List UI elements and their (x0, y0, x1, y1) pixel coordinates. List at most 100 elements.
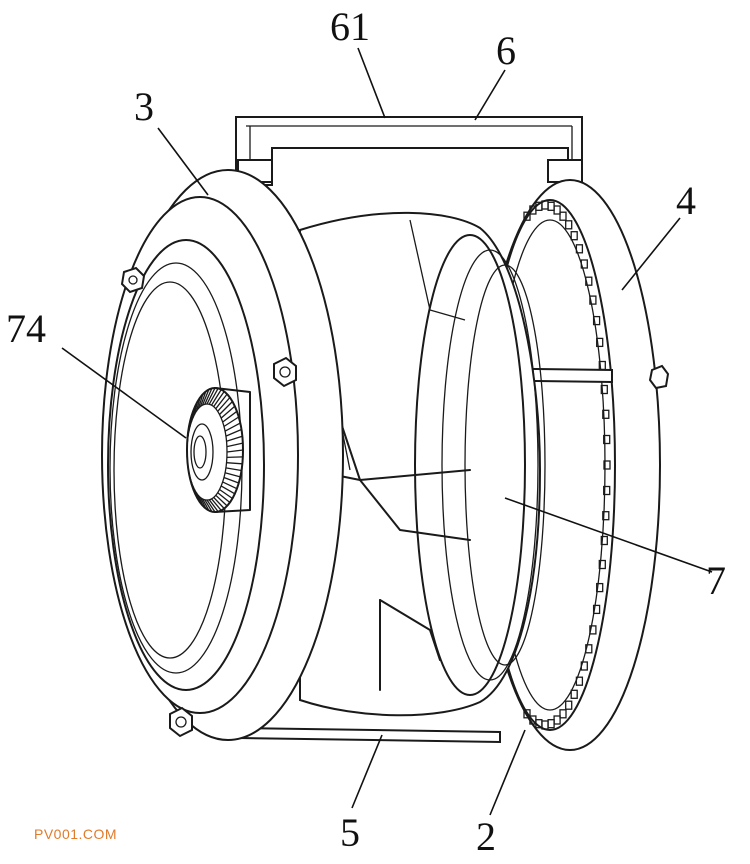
bolt-lower-left (169, 706, 193, 738)
hub-tooth (226, 456, 243, 459)
bolt-right (648, 364, 670, 390)
hub-tooth (215, 494, 228, 507)
hub-tooth (213, 496, 225, 509)
hub-tooth (190, 481, 194, 489)
gear-tooth (523, 211, 531, 221)
hub-tooth (188, 423, 191, 432)
leader-74 (61, 347, 187, 439)
gear-tooth (570, 689, 578, 699)
hub-tooth (208, 388, 219, 405)
hub-gear (186, 387, 251, 513)
gear-tooth (580, 661, 588, 671)
hub-tooth (225, 428, 242, 437)
gear-tooth (523, 709, 531, 719)
hub-teeth (186, 387, 244, 513)
hub-tooth (211, 498, 222, 511)
gear-tooth (529, 715, 537, 725)
hub-tooth (204, 388, 213, 405)
top-bracket (235, 116, 583, 186)
gear-tooth (592, 604, 601, 615)
leader-2 (489, 729, 526, 816)
gear-tooth (589, 295, 597, 305)
gear-tooth (589, 625, 597, 635)
gear-tooth (598, 559, 606, 570)
hub-tooth (210, 389, 222, 406)
gear-tooth (585, 276, 593, 286)
hub-tooth (195, 397, 201, 412)
hub-tooth (226, 442, 243, 448)
hub-tooth (206, 387, 216, 405)
hub-tooth (189, 477, 192, 484)
hub-tooth (226, 449, 244, 453)
gear-tooth (585, 644, 593, 654)
hub-tooth (213, 391, 225, 408)
reference-numerals: 61 6 3 4 74 7 5 2 (6, 4, 726, 859)
hub-tooth (192, 406, 196, 419)
gear-tooth (602, 511, 610, 521)
hub-tooth (219, 488, 233, 500)
label-3: 3 (134, 84, 154, 129)
leader-6 (474, 69, 506, 121)
hub-tooth (195, 492, 201, 503)
label-6: 6 (496, 28, 516, 73)
hub-tooth (217, 492, 231, 504)
hub-tooth (206, 499, 216, 513)
leader-5 (351, 734, 383, 809)
hub-tooth (201, 498, 210, 511)
hub-tooth (189, 416, 192, 427)
hub-tooth (197, 494, 204, 507)
gear-tooth (603, 485, 611, 496)
leader-lines (61, 47, 713, 816)
hub-tooth (201, 389, 210, 406)
label-61: 61 (330, 4, 370, 49)
hub-tooth (217, 397, 231, 412)
hub-tooth (197, 393, 204, 409)
hub-tooth (204, 499, 213, 512)
hub-tooth (188, 472, 191, 478)
gear-tooth (580, 259, 588, 269)
gear-tooth (603, 434, 611, 445)
hub-tooth (187, 467, 190, 471)
hub-tooth (190, 411, 194, 423)
bolt-upper-left (120, 266, 146, 294)
leader-61 (357, 47, 386, 119)
gear-ring (523, 200, 611, 730)
gear-tooth (559, 211, 567, 221)
hub-tooth (219, 401, 233, 415)
gear-tooth (596, 337, 604, 348)
hub-tooth (222, 410, 238, 423)
gear-tooth (535, 201, 543, 211)
label-74: 74 (6, 306, 46, 351)
hub-tooth (223, 476, 239, 484)
gear-tooth (600, 384, 608, 395)
leader-3 (157, 127, 209, 196)
gear-tooth (553, 205, 561, 215)
hub-tooth (226, 462, 243, 465)
label-7: 7 (706, 558, 726, 603)
gear-tooth (596, 582, 604, 593)
gear-tooth (592, 315, 601, 326)
gear-tooth (565, 700, 573, 710)
hub-tooth (220, 485, 236, 495)
gear-tooth (575, 676, 584, 686)
hub-tooth (223, 416, 240, 428)
hub-tooth (225, 467, 242, 472)
label-5: 5 (340, 810, 360, 855)
hub-tooth (222, 481, 238, 490)
leader-7 (504, 497, 713, 573)
bolt-middle-left (273, 356, 297, 388)
gear-tooth (600, 535, 608, 546)
hub-tooth (215, 393, 228, 410)
hub-tooth (224, 422, 241, 432)
gear-tooth (575, 244, 584, 254)
gear-tooth (570, 231, 578, 241)
hub-tooth (224, 472, 241, 478)
label-2: 2 (476, 814, 496, 859)
hub-tooth (193, 401, 199, 415)
hub-tooth (226, 435, 243, 442)
label-4: 4 (676, 178, 696, 223)
hub-tooth (199, 391, 207, 407)
gear-tooth (603, 460, 611, 470)
watermark: PV001.COM (34, 826, 118, 842)
